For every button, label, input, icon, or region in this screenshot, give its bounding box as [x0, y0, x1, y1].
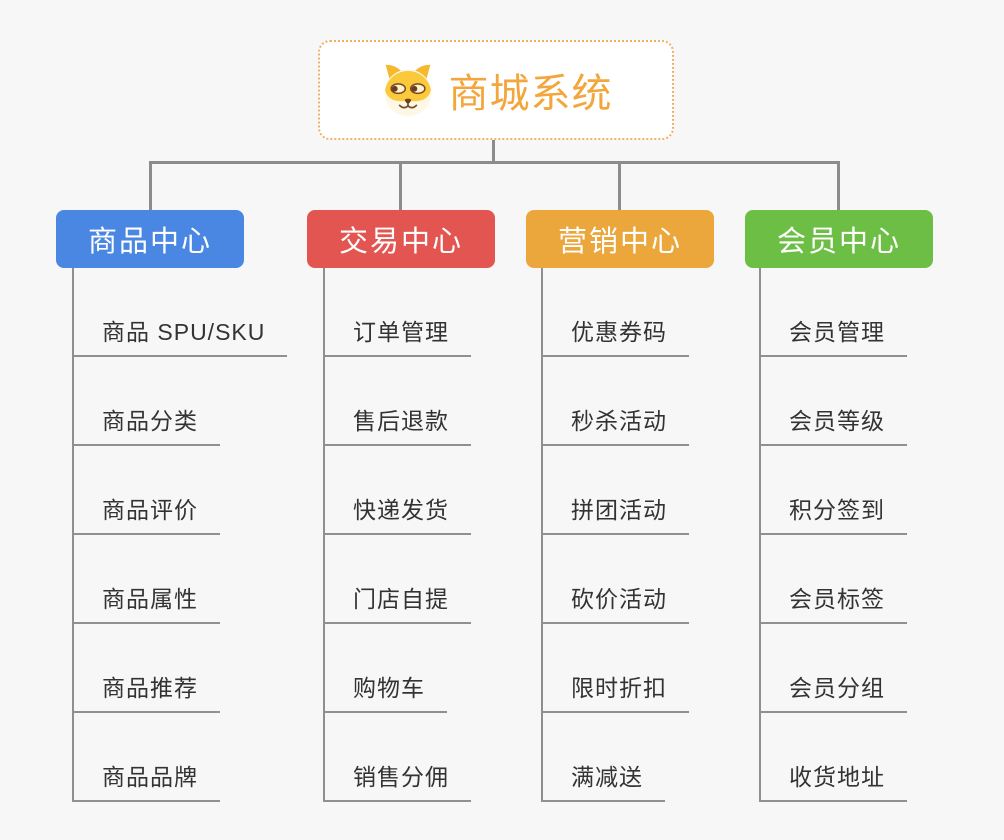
leaf-node[interactable]: 积分签到	[759, 487, 907, 535]
branch-product-center[interactable]: 商品中心	[56, 210, 244, 268]
leaf-node[interactable]: 商品品牌	[72, 754, 220, 802]
leaf-node[interactable]: 限时折扣	[541, 665, 689, 713]
leaf-node[interactable]: 优惠券码	[541, 309, 689, 357]
connector-horizontal	[149, 161, 840, 164]
leaf-node[interactable]: 商品推荐	[72, 665, 220, 713]
connector-drop-member	[837, 161, 840, 210]
leaf-node[interactable]: 商品分类	[72, 398, 220, 446]
connector-drop-marketing	[618, 161, 621, 210]
branch-marketing-center[interactable]: 营销中心	[526, 210, 714, 268]
leaf-node[interactable]: 满减送	[541, 754, 665, 802]
leaf-node[interactable]: 购物车	[323, 665, 447, 713]
leaf-node[interactable]: 会员标签	[759, 576, 907, 624]
leaf-node[interactable]: 商品评价	[72, 487, 220, 535]
spine-member-center	[759, 268, 761, 802]
leaf-node[interactable]: 会员等级	[759, 398, 907, 446]
branch-label: 营销中心	[557, 226, 682, 258]
leaf-node[interactable]: 售后退款	[323, 398, 471, 446]
leaf-node[interactable]: 商品 SPU/SKU	[72, 309, 288, 357]
leaf-node[interactable]: 会员分组	[759, 665, 907, 713]
leaf-node[interactable]: 订单管理	[323, 309, 471, 357]
spine-marketing-center	[541, 268, 543, 802]
leaf-node[interactable]: 销售分佣	[323, 754, 471, 802]
branch-member-center[interactable]: 会员中心	[745, 210, 933, 268]
spine-trade-center	[323, 268, 325, 802]
connector-drop-product	[149, 161, 152, 210]
dog-face-icon	[384, 64, 431, 117]
leaf-node[interactable]: 秒杀活动	[541, 398, 689, 446]
leaf-node[interactable]: 拼团活动	[541, 487, 689, 535]
branch-trade-center[interactable]: 交易中心	[307, 210, 495, 268]
branch-label: 交易中心	[338, 226, 463, 258]
leaf-node[interactable]: 会员管理	[759, 309, 907, 357]
spine-product-center	[72, 268, 74, 802]
branch-label: 会员中心	[776, 226, 901, 258]
root-node[interactable]: 商城系统	[318, 40, 674, 140]
leaf-node[interactable]: 门店自提	[323, 576, 471, 624]
connector-drop-trade	[399, 161, 402, 210]
leaf-node[interactable]: 砍价活动	[541, 576, 689, 624]
leaf-node[interactable]: 商品属性	[72, 576, 220, 624]
branch-label: 商品中心	[87, 226, 212, 258]
connector-root-stub	[492, 140, 495, 164]
leaf-node[interactable]: 收货地址	[759, 754, 907, 802]
root-title: 商城系统	[448, 72, 613, 116]
leaf-node[interactable]: 快递发货	[323, 487, 471, 535]
